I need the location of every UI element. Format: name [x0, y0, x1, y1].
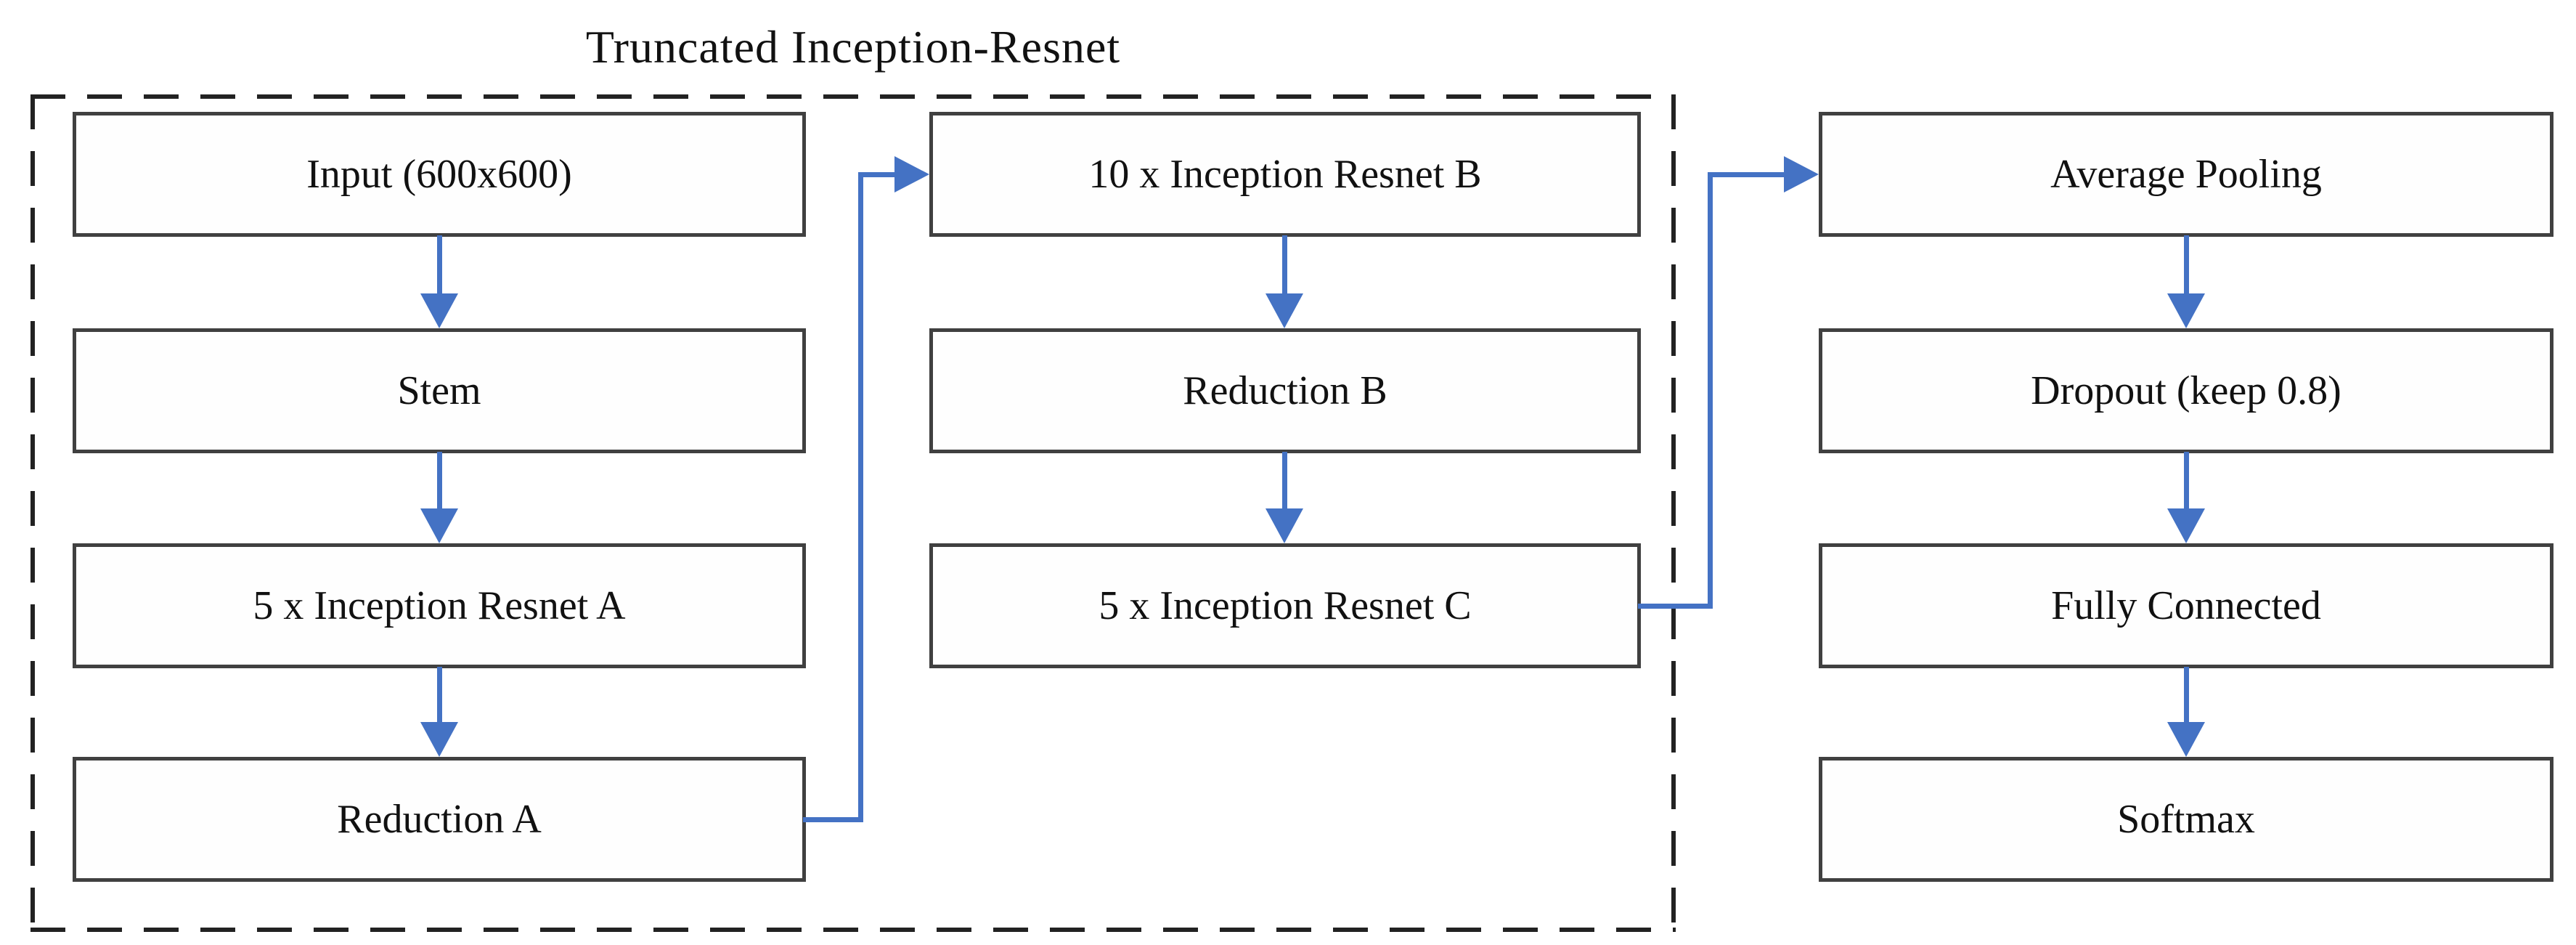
arrowhead-right-icon: [894, 156, 929, 192]
arrow-shaft: [2184, 667, 2189, 723]
node-5x-inception-resnet-c: 5 x Inception Resnet C: [929, 543, 1641, 668]
arrow-shaft: [2184, 235, 2189, 295]
node-input-label: Input (600x600): [306, 152, 572, 197]
node-reduction-a-label: Reduction A: [337, 797, 542, 842]
arrowhead-down-icon: [2167, 722, 2205, 757]
node-softmax: Softmax: [1819, 757, 2553, 882]
group-border-left: [30, 94, 35, 932]
connector-segment-vertical: [858, 172, 863, 822]
arrow-shaft: [2184, 452, 2189, 510]
connector-segment-horizontal: [858, 172, 897, 177]
arrowhead-down-icon: [420, 722, 458, 757]
group-border-bottom: [30, 928, 1676, 932]
node-stem: Stem: [73, 328, 806, 453]
node-fully-connected: Fully Connected: [1819, 543, 2553, 668]
group-border-top: [30, 94, 1676, 99]
node-average-pooling: Average Pooling: [1819, 112, 2553, 237]
arrowhead-down-icon: [420, 508, 458, 543]
arrowhead-down-icon: [1265, 508, 1303, 543]
node-reduction-b-label: Reduction B: [1183, 368, 1387, 413]
node-stem-label: Stem: [397, 368, 481, 413]
node-5x-inception-resnet-c-label: 5 x Inception Resnet C: [1099, 583, 1472, 628]
node-dropout-label: Dropout (keep 0.8): [2031, 368, 2341, 413]
node-5x-inception-resnet-a-label: 5 x Inception Resnet A: [253, 583, 626, 628]
node-fully-connected-label: Fully Connected: [2051, 583, 2321, 628]
arrow-shaft: [1282, 235, 1287, 295]
connector-segment-horizontal: [1708, 172, 1788, 177]
node-average-pooling-label: Average Pooling: [2050, 152, 2322, 197]
node-5x-inception-resnet-a: 5 x Inception Resnet A: [73, 543, 806, 668]
node-dropout: Dropout (keep 0.8): [1819, 328, 2553, 453]
node-input: Input (600x600): [73, 112, 806, 237]
node-reduction-a: Reduction A: [73, 757, 806, 882]
connector-segment-horizontal: [803, 817, 863, 822]
arrowhead-down-icon: [1265, 293, 1303, 328]
arrowhead-down-icon: [2167, 508, 2205, 543]
arrowhead-down-icon: [420, 293, 458, 328]
node-reduction-b: Reduction B: [929, 328, 1641, 453]
arrowhead-down-icon: [2167, 293, 2205, 328]
node-softmax-label: Softmax: [2117, 797, 2255, 842]
connector-segment-vertical: [1708, 172, 1713, 609]
diagram-title: Truncated Inception-Resnet: [585, 21, 1121, 73]
connector-segment-horizontal: [1638, 604, 1712, 609]
node-10x-inception-resnet-b-label: 10 x Inception Resnet B: [1088, 152, 1482, 197]
arrow-shaft: [437, 452, 442, 510]
arrow-shaft: [437, 235, 442, 295]
arrow-shaft: [1282, 452, 1287, 510]
arrowhead-right-icon: [1784, 156, 1819, 192]
arrow-shaft: [437, 667, 442, 723]
group-border-right: [1671, 94, 1676, 932]
node-10x-inception-resnet-b: 10 x Inception Resnet B: [929, 112, 1641, 237]
